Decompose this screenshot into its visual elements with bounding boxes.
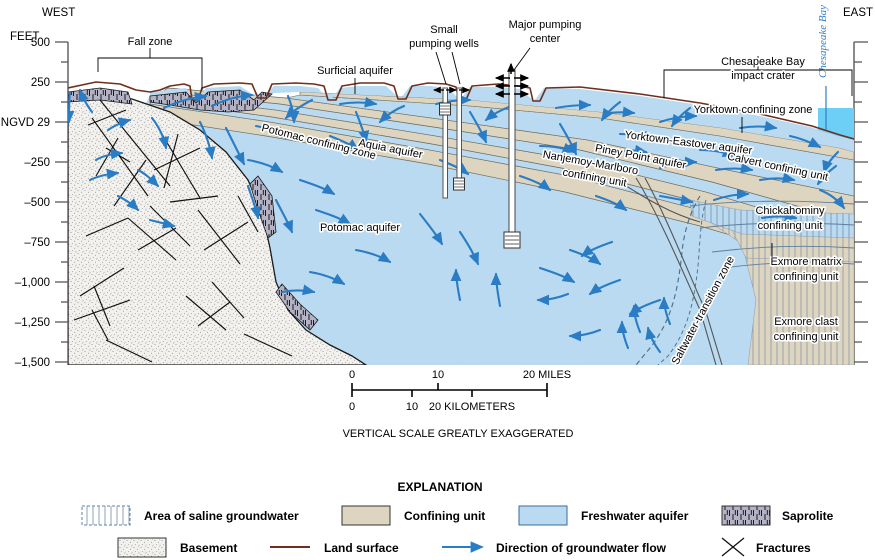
left-axis: 500 250 NGVD 29 –250 –500 –750 –1,000 –1… [1, 37, 69, 369]
saprolite-wedge-deep [249, 175, 277, 239]
legend-item-flow: Direction of groundwater flow [442, 541, 667, 555]
label-small-pumping-wells-line1: Small [430, 24, 458, 36]
y-tick-m1000: –1,000 [15, 277, 50, 289]
label-chickahominy-line1: Chickahominy [755, 205, 825, 217]
legend-label-basement: Basement [180, 541, 237, 555]
legend-label-land-surface: Land surface [324, 541, 399, 555]
scale-miles-10: 10 [432, 369, 444, 381]
label-exmore-matrix-line2: confining unit [774, 271, 839, 283]
basement-fractures [73, 99, 293, 363]
legend-item-basement: Basement [117, 537, 237, 558]
right-axis [853, 41, 868, 365]
y-tick-m1250: –1,250 [15, 317, 50, 329]
scale-km-20: 20 KILOMETERS [429, 401, 515, 413]
basement-unit [68, 95, 368, 365]
legend-item-freshwater: Freshwater aquifer [518, 505, 689, 526]
land-surface-line [68, 81, 854, 140]
label-small-pumping-wells-line2: pumping wells [409, 38, 479, 50]
chickahominy-confining-unit [689, 199, 854, 239]
legend-label-fractures: Fractures [756, 541, 811, 555]
saprolite-wedge-lower [275, 283, 319, 331]
label-fall-zone: Fall zone [128, 36, 173, 48]
label-chesapeake-crater-line1: Chesapeake Bay [721, 56, 805, 68]
legend-item-land-surface: Land surface [270, 541, 399, 555]
scale-miles-20: 20 MILES [523, 369, 571, 381]
crater-wall-lines [619, 177, 723, 365]
legend-label-saline: Area of saline groundwater [144, 509, 299, 523]
legend-label-saprolite: Saprolite [782, 509, 834, 523]
legend-item-saline: Area of saline groundwater [81, 505, 299, 526]
label-potomac-aquifer: Potomac aquifer [320, 222, 400, 234]
label-major-pumping-center-line2: center [530, 33, 561, 45]
label-yorktown-confining-zone: Yorktown confining zone [694, 104, 813, 116]
fall-zone-bracket [97, 48, 203, 90]
label-chesapeake-bay: Chesapeake Bay [817, 5, 829, 78]
saltwater-transition-zone-edge [657, 199, 707, 365]
label-exmore-clast-line2: confining unit [774, 331, 839, 343]
y-tick-m1500: –1,500 [15, 357, 50, 369]
small-pumping-wells [432, 86, 471, 199]
legend-title: EXPLANATION [397, 480, 482, 494]
y-tick-ngvd: NGVD 29 [1, 117, 50, 129]
y-tick-m250: –250 [24, 157, 50, 169]
crater-contours [689, 200, 854, 269]
orientation-west: WEST [42, 7, 75, 19]
legend-item-fractures: Fractures [721, 537, 811, 557]
groundwater-flow-arrows [68, 88, 846, 354]
scale-bar: 0 10 20 MILES 0 10 20 KILOMETERS [349, 369, 571, 413]
y-tick-m500: –500 [24, 197, 50, 209]
label-chickahominy-line2: confining unit [758, 220, 823, 232]
scale-km-10: 10 [406, 401, 418, 413]
y-tick-m750: –750 [24, 237, 50, 249]
label-surficial-aquifer: Surficial aquifer [317, 65, 393, 77]
label-chesapeake-crater-line2: impact crater [731, 70, 795, 82]
vertical-exaggeration-note: VERTICAL SCALE GREATLY EXAGGERATED [343, 428, 574, 440]
major-pumping-center-well [494, 62, 530, 249]
scale-miles-0: 0 [349, 369, 355, 381]
legend-label-flow: Direction of groundwater flow [496, 541, 667, 555]
chesapeake-bay-water [818, 108, 854, 140]
label-major-pumping-center-line1: Major pumping [509, 19, 582, 31]
legend-item-saprolite: Saprolite [721, 505, 834, 526]
scale-km-0: 0 [349, 401, 355, 413]
y-tick-250: 250 [31, 77, 50, 89]
label-exmore-clast-line1: Exmore clast [774, 316, 838, 328]
legend-label-freshwater: Freshwater aquifer [581, 509, 689, 523]
orientation-east: EAST [843, 7, 873, 19]
legend-item-confining: Confining unit [341, 505, 485, 526]
saltwater-transition-zone-boundary [635, 195, 701, 365]
section-body [68, 81, 854, 365]
surficial-aquifer [150, 86, 854, 152]
chesapeake-crater-bracket [663, 56, 853, 98]
y-axis-title: FEET [10, 31, 39, 43]
y-tick-500: 500 [31, 37, 50, 49]
legend-label-confining: Confining unit [404, 509, 485, 523]
label-exmore-matrix-line1: Exmore matrix [771, 256, 842, 268]
